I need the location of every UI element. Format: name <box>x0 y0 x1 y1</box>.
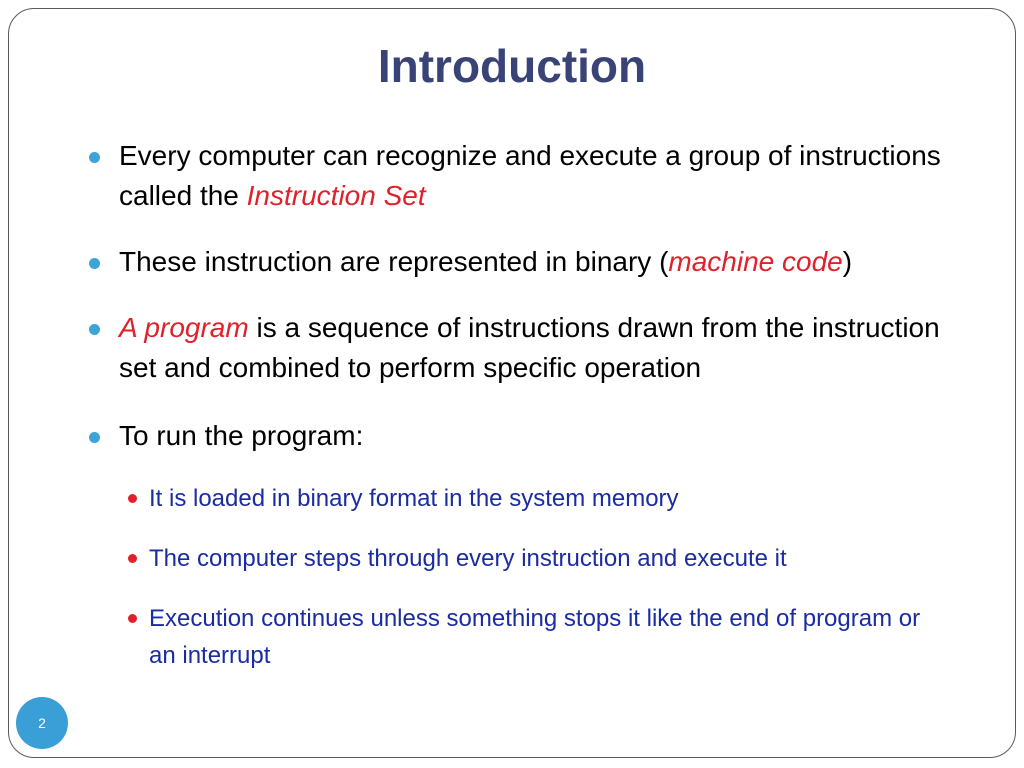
sub-bullet-text: Execution continues unless something sto… <box>149 605 921 669</box>
slide-title: Introduction <box>377 40 647 92</box>
page-number-badge: 2 <box>16 697 68 749</box>
bullet-item-4: To run the program: <box>119 416 979 456</box>
bullet-dot-icon <box>89 258 100 269</box>
bullet-text: These instruction are represented in bin… <box>119 246 669 277</box>
bullet-text: To run the program: <box>119 420 364 451</box>
sub-bullet-item-1: It is loaded in binary format in the sys… <box>149 480 949 517</box>
bullet-emphasis: Instruction Set <box>246 180 426 211</box>
sub-bullet-dot-icon <box>128 614 137 623</box>
bullet-dot-icon <box>89 324 100 335</box>
bullet-text: Every computer can recognize and execute… <box>119 140 941 211</box>
bullet-item-2: These instruction are represented in bin… <box>119 242 979 282</box>
bullet-dot-icon <box>89 152 100 163</box>
bullet-text: ) <box>842 246 853 277</box>
sub-bullet-dot-icon <box>128 494 137 503</box>
sub-bullet-text: It is loaded in binary format in the sys… <box>149 485 679 512</box>
sub-bullet-item-2: The computer steps through every instruc… <box>149 540 949 577</box>
bullet-dot-icon <box>89 432 100 443</box>
bullet-item-1: Every computer can recognize and execute… <box>119 136 979 216</box>
bullet-emphasis: A program <box>119 312 249 343</box>
slide-frame <box>8 8 1016 758</box>
bullet-emphasis: machine code <box>668 246 843 277</box>
bullet-item-3: A program is a sequence of instructions … <box>119 308 979 388</box>
sub-bullet-item-3: Execution continues unless something sto… <box>149 600 949 674</box>
sub-bullet-dot-icon <box>128 554 137 563</box>
sub-bullet-text: The computer steps through every instruc… <box>149 545 787 572</box>
bullet-text: is a sequence of instructions drawn from… <box>119 312 940 383</box>
